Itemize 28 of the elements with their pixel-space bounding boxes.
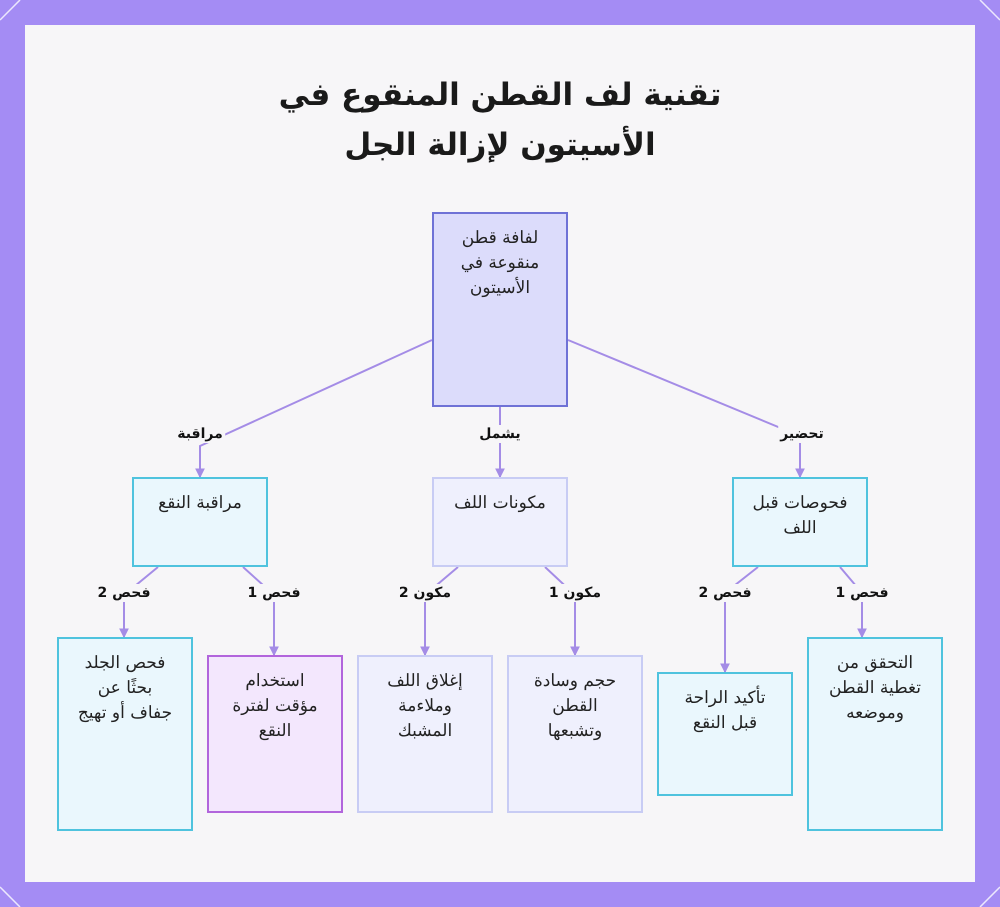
process-box bbox=[657, 672, 793, 796]
edge-label: تحضير bbox=[778, 425, 826, 443]
node-text: فحص الجلد بحثًا عن جفاف أو تهيج bbox=[76, 652, 174, 725]
node-text: مكونات اللف bbox=[454, 492, 546, 515]
node-text: التحقق من تغطية القطن وموضعه bbox=[828, 652, 922, 725]
arrow bbox=[195, 339, 432, 478]
node-text: حجم وسادة القطن وتشبعها bbox=[532, 670, 618, 743]
root-box bbox=[432, 212, 568, 407]
edge-label: يشمل bbox=[477, 425, 523, 443]
edge-label: فحص 2 bbox=[696, 584, 754, 602]
node-text: فحوصات قبل اللف bbox=[751, 492, 849, 540]
edge-label: فحص 2 bbox=[96, 584, 152, 602]
node-text: إغلاق اللف وملاءمة المشبك bbox=[386, 670, 464, 743]
node-text: استخدام مؤقت لفترة النقع bbox=[231, 670, 319, 743]
process-box bbox=[57, 637, 193, 831]
process-box bbox=[357, 655, 493, 813]
process-box bbox=[507, 655, 643, 813]
node-text: تأكيد الراحة قبل النقع bbox=[675, 686, 775, 736]
edge-label: مراقبة bbox=[175, 425, 225, 443]
process-box bbox=[132, 477, 268, 567]
diagram-title: تقنية لف القطن المنقوع في الأسيتون لإزالة الجل bbox=[278, 76, 722, 165]
arrow bbox=[568, 339, 805, 478]
process-box bbox=[432, 477, 568, 567]
process-box bbox=[207, 655, 343, 813]
node-text: لفافة قطن منقوعة في الأسيتون bbox=[460, 227, 540, 300]
process-box bbox=[732, 477, 868, 567]
process-box bbox=[807, 637, 943, 831]
node-text: مراقبة النقع bbox=[158, 492, 242, 515]
